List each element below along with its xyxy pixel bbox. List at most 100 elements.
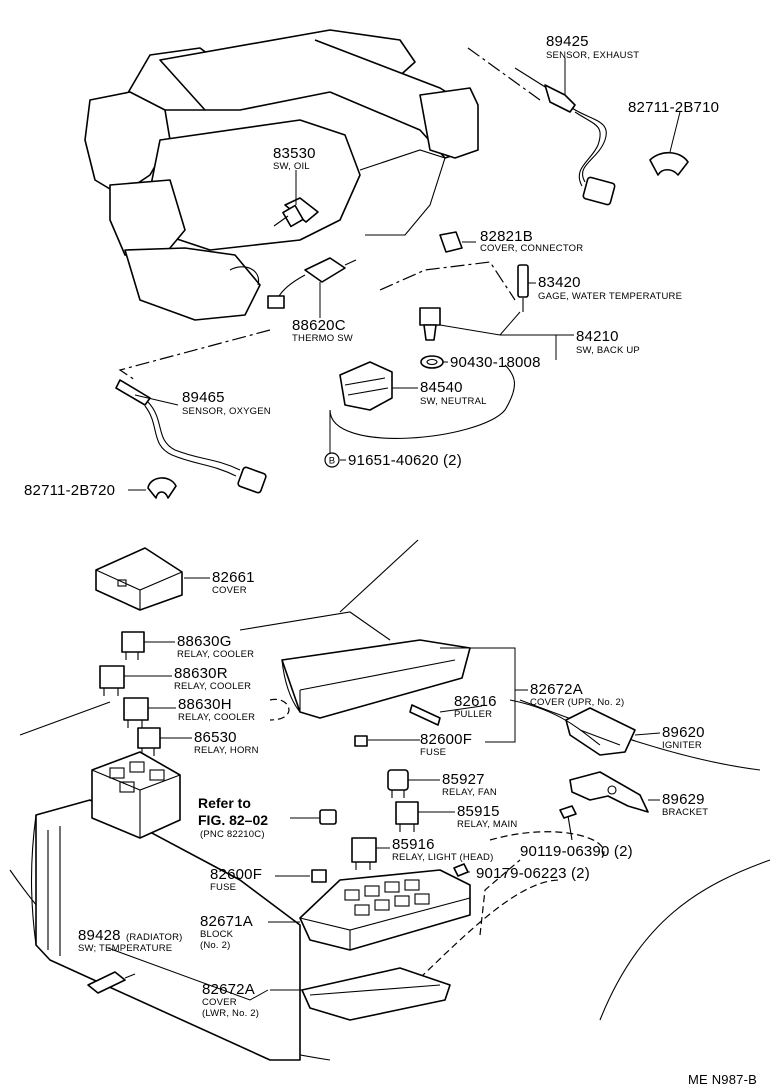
water-temp-gauge-part [517,264,529,312]
callout-89629: 89629 BRACKET [662,791,708,818]
fuse-part [311,869,327,883]
engine-outline [84,29,479,321]
callout-89425: 89425 SENSOR, EXHAUST [546,33,639,61]
part-number: 90430-18008 [450,354,541,371]
callout-89428: 89428 (RADIATOR) SW; TEMPERATURE [78,927,183,954]
part-number: 82711-2B710 [628,99,719,116]
part-number: 82672A [530,681,583,698]
dashed-outline [269,698,290,721]
callout-82616: 82616 PULLER [454,693,497,720]
part-number: 88620C [292,317,346,334]
fuse-part [354,735,368,747]
callout-85915: 85915 RELAY, MAIN [457,803,517,830]
callout-89465: 89465 SENSOR, OXYGEN [182,389,271,417]
part-number: 90179-06223 (2) [476,865,590,882]
callout-82600f-bottom: 82600F FUSE [210,866,262,893]
cover-part [95,547,183,611]
callout-85927: 85927 RELAY, FAN [442,771,497,798]
part-suffix: (RADIATOR) [126,932,183,943]
phantom-line [467,47,541,101]
part-number: 91651-40620 (2) [348,452,462,469]
callout-89620: 89620 IGNITER [662,724,705,751]
reference-line-1: Refer to [198,795,251,811]
body-outline [519,699,761,771]
callout-82821b: 82821B COVER, CONNECTOR [480,228,583,254]
part-number: 88630R [174,665,228,682]
part-description: THERMO SW [292,333,353,344]
part-description-sub: (No. 2) [200,940,230,951]
relay-block-part [299,869,471,951]
part-description: RELAY, COOLER [177,649,254,660]
exhaust-sensor-part [514,67,616,206]
part-number: 83420 [538,274,581,291]
igniter-part [565,707,636,756]
part-number: 88630G [177,633,232,650]
callout-82661: 82661 COVER [212,569,255,596]
dashed-outline [419,879,561,979]
part-number: 89620 [662,724,705,741]
relay-86530-part [137,727,161,756]
nut-part [453,863,469,877]
part-number: 88630H [178,696,232,713]
callout-82672a-lwr: 82672A COVER (LWR, No. 2) [202,981,259,1019]
relay-main-part [395,801,419,832]
part-description: BLOCK [200,929,234,940]
clamp-part [649,151,689,176]
part-description: RELAY, MAIN [457,819,517,830]
connector-cover-part [439,231,463,253]
dashed-outline [489,831,605,861]
part-description: RELAY, HORN [194,745,259,756]
phantom-line [118,329,271,381]
callout-84210: 84210 SW, BACK UP [576,328,640,356]
callout-84540: 84540 SW, NEUTRAL [420,379,486,407]
part-number: 82600F [420,731,472,748]
callout-90119-06390: 90119-06390 (2) [520,843,633,860]
leader-line [134,394,179,406]
part-description: SENSOR, EXHAUST [546,50,639,61]
part-number: 84210 [576,328,619,345]
leader-line [669,111,681,153]
clamp-part [147,477,177,499]
callout-88630r: 88630R RELAY, COOLER [174,665,251,692]
callout-82711-2b720: 82711-2B720 [24,482,115,499]
phantom-line [379,261,516,301]
phantom-line [329,364,515,439]
part-number: 89428 [78,927,121,944]
body-outline [339,539,419,613]
puller-part [409,704,441,726]
part-description: IGNITER [662,740,702,751]
callout-83420: 83420 GAGE, WATER TEMPERATURE [538,274,682,302]
part-description: SENSOR, OXYGEN [182,406,271,417]
part-number: 85927 [442,771,485,788]
callout-91651-40620: B 91651-40620 (2) [324,452,462,469]
part-number: 83530 [273,145,316,162]
callout-86530: 86530 RELAY, HORN [194,729,259,756]
gasket-part [420,355,444,369]
bolt-marker-letter: B [329,456,336,467]
relay-88630h-part [123,697,149,728]
bracket-part [569,771,649,813]
callout-88620c: 88620C THERMO SW [292,317,353,344]
callout-82711-2b710: 82711-2B710 [628,99,719,116]
callout-82671a: 82671A BLOCK (No. 2) [200,913,253,951]
part-number: 85915 [457,803,500,820]
relay-88630g-part [121,631,145,660]
callout-85916: 85916 RELAY, LIGHT (HEAD) [392,836,493,863]
part-description: SW, BACK UP [576,345,640,356]
oxygen-sensor-part [115,379,267,494]
body-outline [239,611,391,641]
dashed-outline [479,859,521,936]
leader-line [439,311,574,360]
fuse-clip-part [319,809,337,825]
leader-line [439,705,483,713]
part-number: 82672A [202,981,255,998]
figure-id: ME N987-B [688,1072,757,1087]
backup-switch-part [419,307,441,341]
callout-88630h: 88630H RELAY, COOLER [178,696,255,723]
relay-88630r-part [99,665,125,696]
part-description: FUSE [210,882,236,893]
callout-82600f-top: 82600F FUSE [420,731,472,758]
body-outline [19,701,111,736]
part-description: COVER, CONNECTOR [480,243,583,254]
